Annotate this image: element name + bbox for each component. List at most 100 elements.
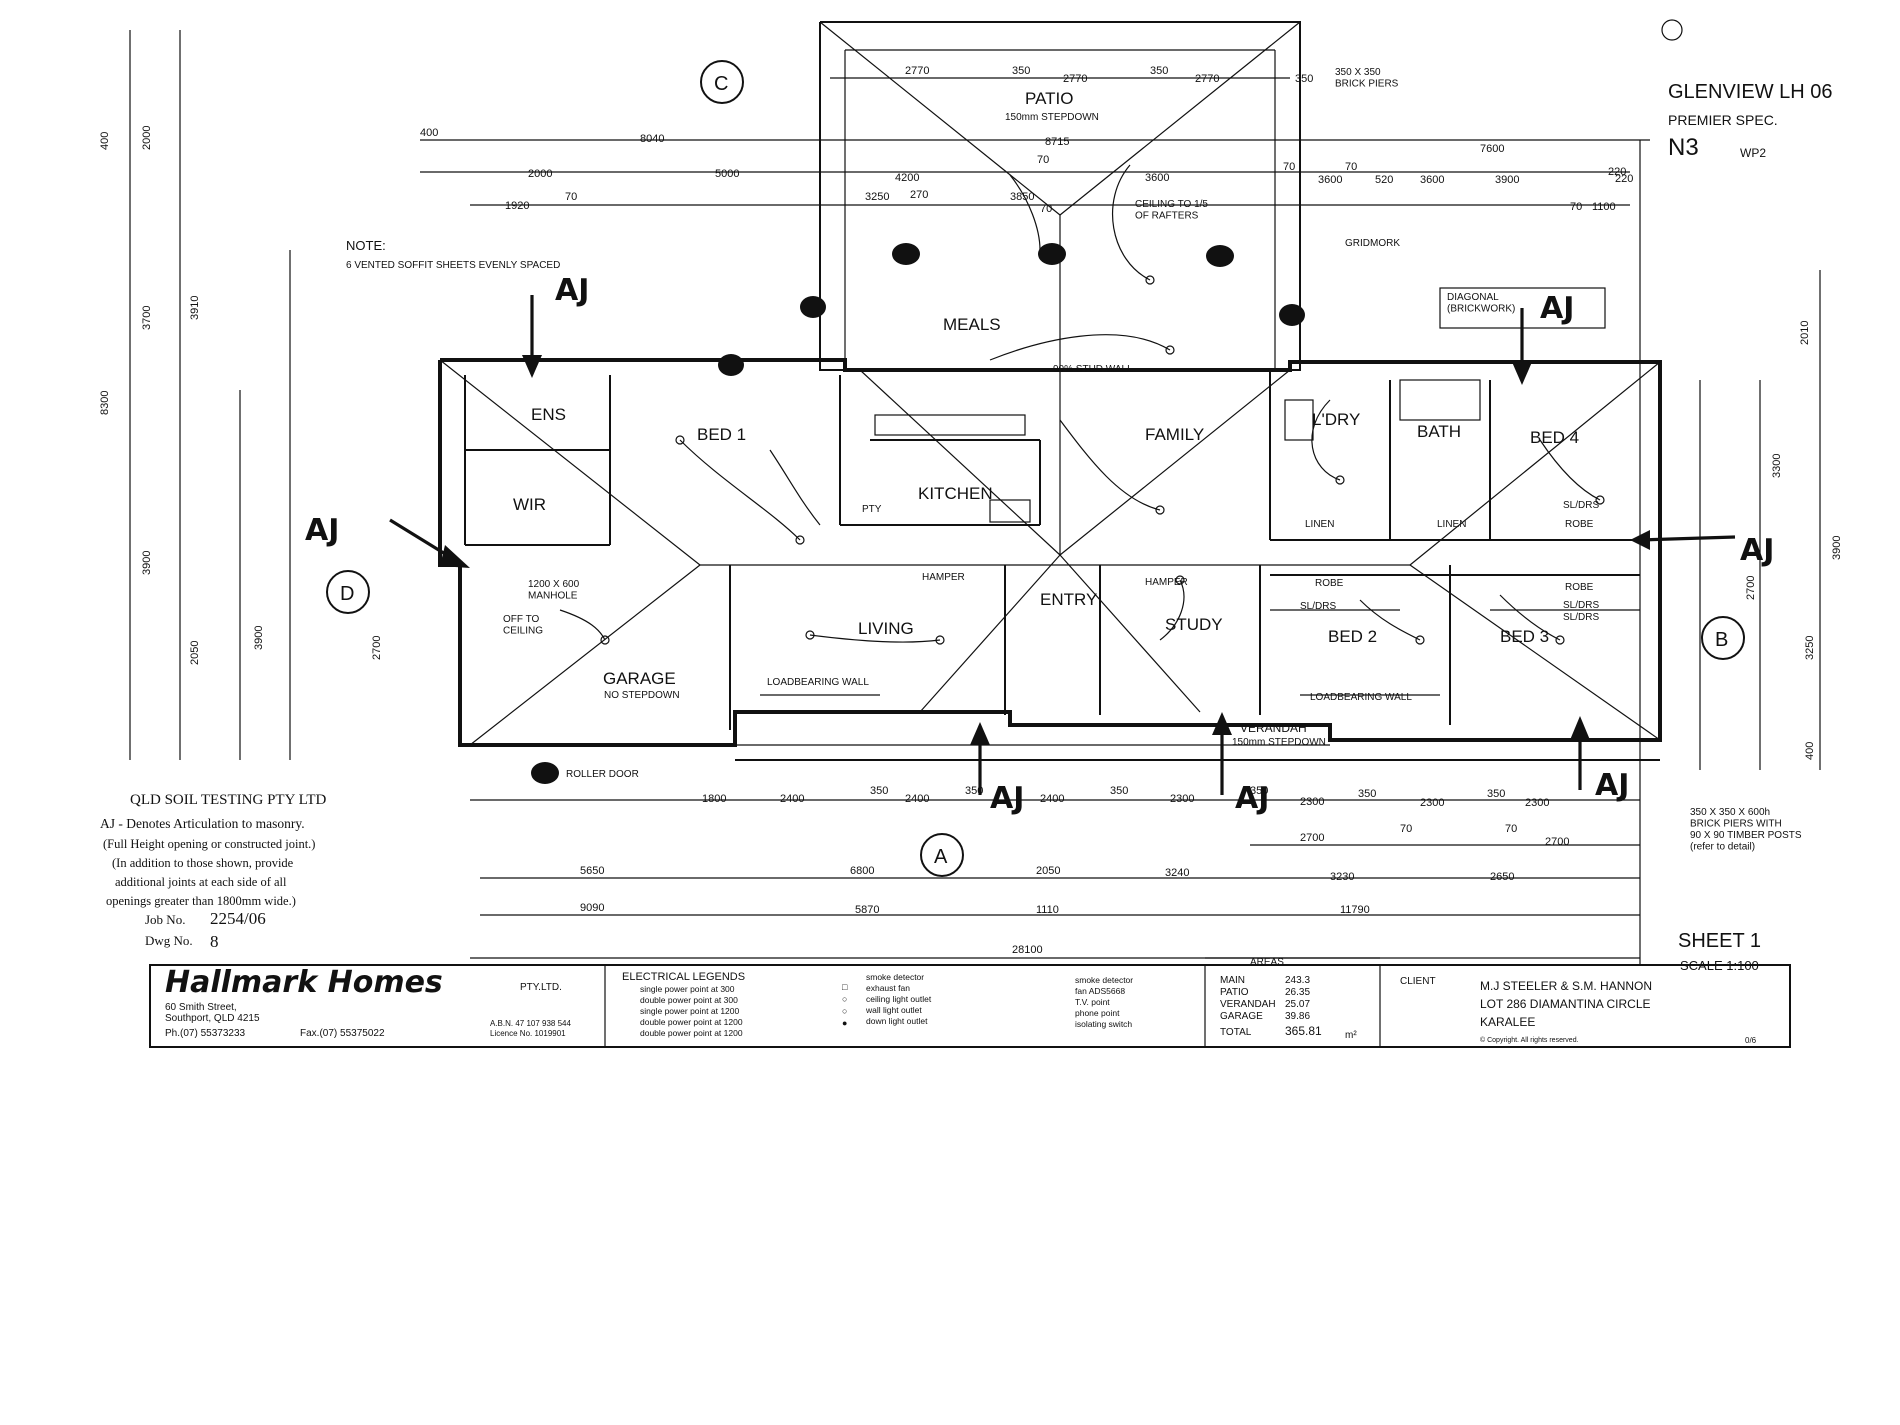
room-entry: ENTRY xyxy=(1040,590,1097,609)
dim-b1-4: 350 xyxy=(965,785,983,797)
dim-total: 28100 xyxy=(1012,944,1043,956)
plan-notes: NOTE: 6 VENTED SOFFIT SHEETS EVENLY SPAC… xyxy=(346,67,1802,853)
room-study: STUDY xyxy=(1165,615,1223,634)
dim-left-4: 3900 xyxy=(141,551,153,575)
client-lot: LOT 286 DIAMANTINA CIRCLE xyxy=(1480,997,1651,1011)
note-sl-drs1: SL/DRS xyxy=(1563,500,1599,511)
dim-left-5: 2050 xyxy=(189,641,201,665)
dim-b1-11: 2300 xyxy=(1420,797,1444,809)
dim-b3-3: 3240 xyxy=(1165,867,1189,879)
brand-address2: Southport, QLD 4215 xyxy=(165,1013,260,1024)
title-line1: GLENVIEW LH 06 xyxy=(1668,81,1833,103)
soil-job-value: 2254/06 xyxy=(210,909,266,928)
legend-c-2: T.V. point xyxy=(1075,997,1110,1007)
dim-top-2: 2770 xyxy=(1063,73,1087,85)
dim-b2-3: 70 xyxy=(1505,823,1517,835)
dim-row2-0: 400 xyxy=(420,127,438,139)
room-labels: PATIO 150mm STEPDOWN MEALS BED 1 ENS WIR… xyxy=(513,89,1579,748)
dim-left-0: 400 xyxy=(99,132,111,150)
note-hamper2: HAMPER xyxy=(1145,577,1188,588)
room-patio-note: 150mm STEPDOWN xyxy=(1005,112,1099,123)
room-meals: MEALS xyxy=(943,315,1001,334)
area-value-4: 365.81 xyxy=(1285,1024,1322,1038)
room-bed4: BED 4 xyxy=(1530,428,1579,447)
dim-row4-6: 70 xyxy=(1570,201,1582,213)
legend-b-3: wall light outlet xyxy=(865,1005,922,1015)
dim-top-4: 2770 xyxy=(1195,73,1219,85)
brand-lic: Licence No. 1019901 xyxy=(490,1029,566,1038)
dim-b4-3: 11790 xyxy=(1340,904,1370,916)
room-kitchen: KITCHEN xyxy=(918,484,993,503)
brand-name: Hallmark Homes xyxy=(165,965,443,1000)
note-head: NOTE: xyxy=(346,238,386,253)
area-unit: m² xyxy=(1345,1030,1357,1041)
elevation-a: A xyxy=(934,846,948,868)
dim-right-1: 3300 xyxy=(1771,454,1783,478)
dim-row4-5: 70 xyxy=(1040,203,1052,215)
note-diagonal: DIAGONAL(BRICKWORK) xyxy=(1447,292,1515,315)
dim-top-3: 350 xyxy=(1150,65,1168,77)
aj-mark-east: AJ xyxy=(1740,533,1774,568)
legend-c-1: fan ADS5668 xyxy=(1075,986,1125,996)
dim-b3-2: 2050 xyxy=(1036,865,1060,877)
client-name: M.J STEELER & S.M. HANNON xyxy=(1480,979,1652,993)
dim-b3-4: 3230 xyxy=(1330,871,1354,883)
dim-left-7: 3900 xyxy=(253,626,265,650)
dim-row3-11: 220 xyxy=(1608,166,1626,178)
room-ldry: L'DRY xyxy=(1312,410,1360,429)
dim-b1-9: 2300 xyxy=(1300,796,1324,808)
note-loadbearing1: LOADBEARING WALL xyxy=(767,677,869,688)
sheet-info: SHEET 1 SCALE 1:100 xyxy=(1678,930,1761,973)
note-sl-drs2: SL/DRS xyxy=(1300,601,1336,612)
note-robe1: ROBE xyxy=(1315,578,1344,589)
elevation-c: C xyxy=(714,73,728,95)
brand-phone: Ph.(07) 55373233 xyxy=(165,1028,246,1039)
note-stud-wall: 90% STUD WALL xyxy=(1053,364,1133,375)
dim-b1-1: 2400 xyxy=(780,793,804,805)
room-bed2: BED 2 xyxy=(1328,627,1377,646)
legend-a-0: single power point at 300 xyxy=(640,984,735,994)
note-loadbearing2: LOADBEARING WALL xyxy=(1310,692,1412,703)
svg-text:●: ● xyxy=(842,1018,847,1028)
title-line3: N3 xyxy=(1668,134,1699,161)
dim-right-2: 3900 xyxy=(1831,536,1843,560)
area-label-4: TOTAL xyxy=(1220,1027,1252,1038)
dim-row2-4: 220 xyxy=(1615,173,1633,185)
legend-a-3: double power point at 1200 xyxy=(640,1017,743,1027)
dim-left-3: 3910 xyxy=(189,296,201,320)
note-roller-door: ROLLER DOOR xyxy=(566,769,639,780)
legend-a-4: double power point at 1200 xyxy=(640,1028,743,1038)
dim-row3-8: 520 xyxy=(1375,174,1393,186)
dim-top-1: 350 xyxy=(1012,65,1030,77)
area-label-1: PATIO xyxy=(1220,987,1249,998)
brand-sub: PTY.LTD. xyxy=(520,982,562,993)
dim-b1-2: 350 xyxy=(870,785,888,797)
dim-row3-9: 3600 xyxy=(1420,174,1444,186)
electrical-wiring xyxy=(559,164,1605,645)
area-label-0: MAIN xyxy=(1220,975,1245,986)
dim-row3-0: 2000 xyxy=(528,168,552,180)
room-pty: PTY xyxy=(862,504,882,515)
dim-b1-10: 350 xyxy=(1358,788,1376,800)
dim-right-5: 400 xyxy=(1804,742,1816,760)
dimension-values: 2770 350 2770 350 2770 350 400 8040 7600… xyxy=(99,65,1843,956)
dim-row4-3: 270 xyxy=(910,189,928,201)
svg-text:□: □ xyxy=(842,982,848,992)
dim-row3-10: 3900 xyxy=(1495,174,1519,186)
dim-left-1: 2000 xyxy=(141,126,153,150)
aj-labels: AJ AJ AJ AJ AJ AJ AJ xyxy=(305,273,1774,816)
soil-job-label: Job No. xyxy=(145,912,185,927)
brand-address1: 60 Smith Street, xyxy=(165,1002,237,1013)
drawing-title: GLENVIEW LH 06 PREMIER SPEC. N3 WP2 xyxy=(1661,19,1833,161)
dim-b3-5: 2650 xyxy=(1490,871,1514,883)
dim-row3-3: 70 xyxy=(1037,154,1049,166)
legend-c-4: isolating switch xyxy=(1075,1019,1132,1029)
soil-line5: openings greater than 1800mm wide.) xyxy=(106,894,296,908)
verandah-edge xyxy=(735,744,1660,761)
room-garage-note: NO STEPDOWN xyxy=(604,690,680,701)
area-label-2: VERANDAH xyxy=(1220,999,1276,1010)
legend-b-0: smoke detector xyxy=(866,972,924,982)
dim-row4-0: 1920 xyxy=(505,200,529,212)
